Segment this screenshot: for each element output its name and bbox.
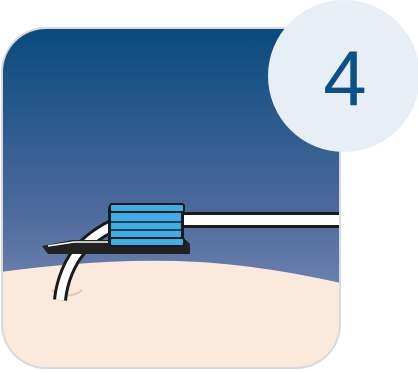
skin-surface — [0, 261, 345, 373]
outgoing-tube — [180, 215, 346, 225]
step-number: 4 — [323, 39, 366, 117]
step-badge: 4 — [268, 0, 418, 152]
blue-connector — [108, 204, 184, 246]
